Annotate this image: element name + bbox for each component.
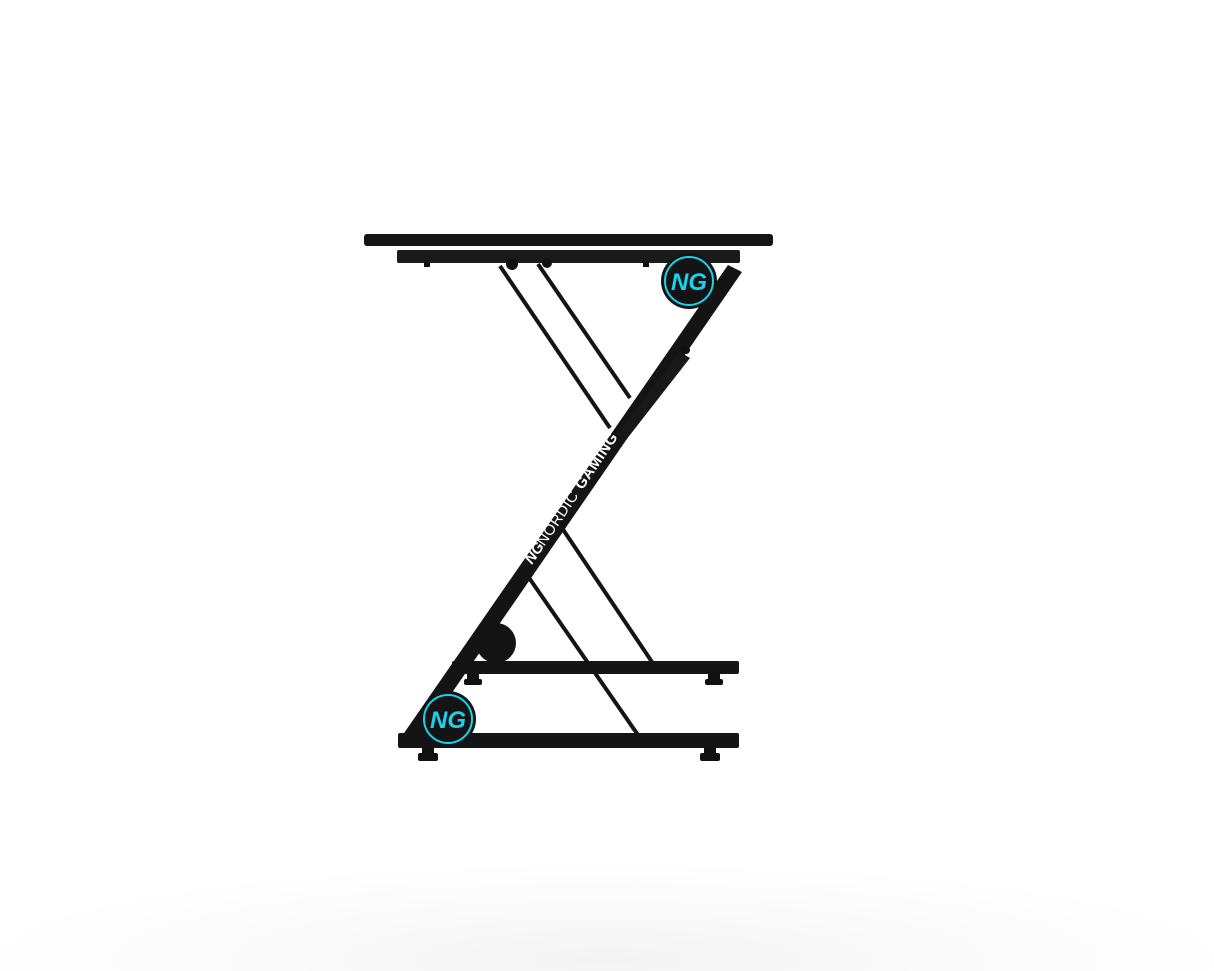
top-support-beam <box>397 250 740 263</box>
middle-foot-beam <box>452 661 739 674</box>
lower-rod-2 <box>523 570 640 737</box>
cable-tray <box>617 352 690 440</box>
ng-logo-text-lower: NG <box>430 707 466 734</box>
upper-rod-2 <box>536 262 632 400</box>
bottom-foot-beam <box>398 733 739 748</box>
desk-top <box>364 234 773 246</box>
bottom-beam-feet <box>418 748 720 761</box>
ng-logo-icon: NG <box>420 691 476 747</box>
ng-logo-icon: NG <box>661 253 717 309</box>
upper-rod-1 <box>498 264 612 430</box>
cup-holder <box>476 623 516 663</box>
brand-wordmark-light: NORDIC <box>534 488 583 549</box>
middle-beam-feet <box>464 674 723 685</box>
ng-logo-text-upper: NG <box>671 269 707 296</box>
brand-wordmark: NG NORDIC GAMING <box>521 430 622 568</box>
lower-rod-1 <box>558 523 654 664</box>
top-beam-bolts <box>424 258 649 270</box>
brand-wordmark-bold: GAMING <box>572 430 622 493</box>
